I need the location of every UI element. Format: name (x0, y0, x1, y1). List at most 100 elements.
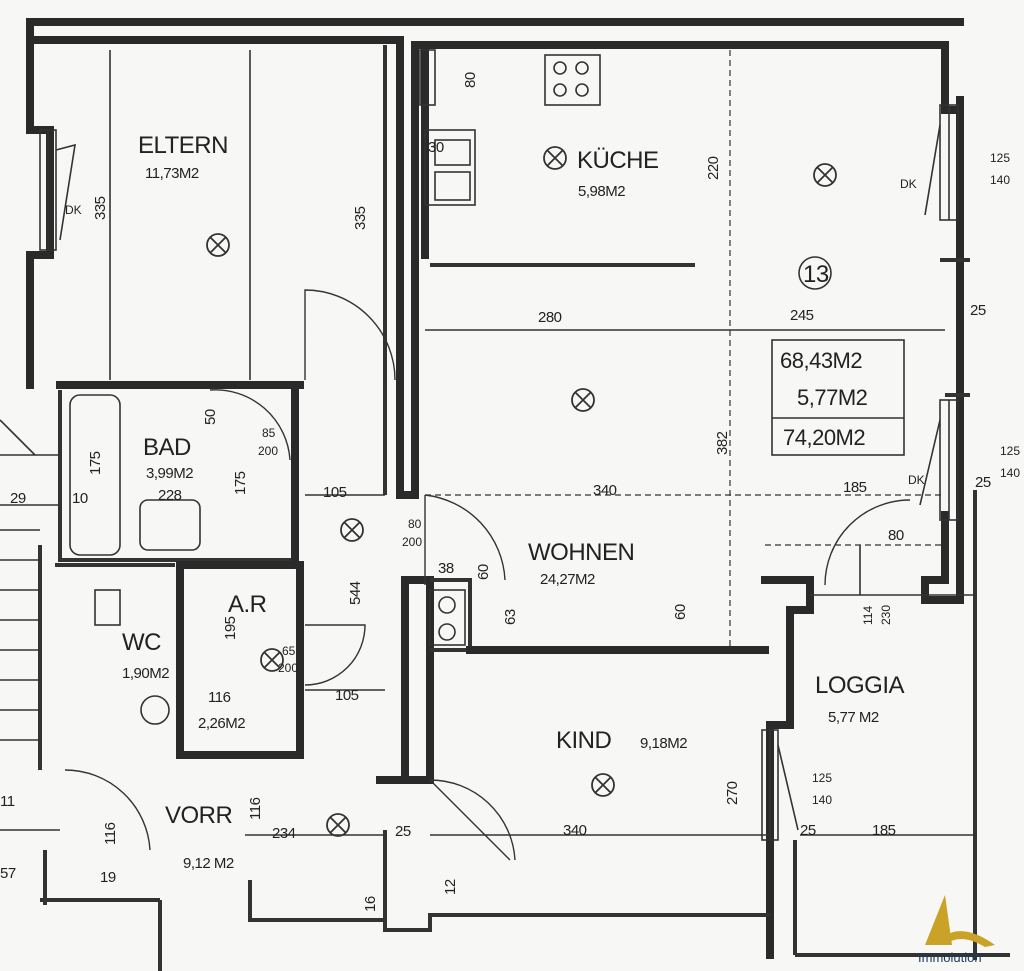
dim-175-a: 175 (87, 451, 104, 475)
dim-60-a: 60 (672, 604, 689, 620)
dim-65: 65 (282, 644, 296, 658)
dim-25-c: 25 (800, 822, 816, 839)
room-area-wc: 1,90M2 (122, 665, 169, 682)
dim-125-c: 125 (812, 771, 832, 785)
dim-220: 220 (705, 156, 722, 180)
immolution-logo: Immolution (918, 895, 995, 965)
dim-200-a: 200 (258, 444, 278, 458)
dim-175-b: 175 (232, 471, 249, 495)
unit-number: 13 (803, 261, 829, 288)
light-vorr (326, 813, 350, 837)
dim-29: 29 (10, 490, 26, 507)
dim-85: 85 (262, 426, 276, 440)
dim-335-left: 335 (92, 196, 109, 220)
dim-105-a: 105 (323, 484, 347, 501)
dimension-labels: 280 245 340 185 340 185 335 335 220 382 … (0, 72, 1020, 912)
dim-16: 16 (362, 896, 379, 912)
room-area-ar: 2,26M2 (198, 715, 245, 732)
dim-80-door: 80 (408, 517, 422, 531)
dim-50: 50 (202, 409, 219, 425)
dim-dk-b: DK (900, 177, 917, 191)
dim-382: 382 (714, 431, 731, 455)
dim-25-a: 25 (970, 302, 986, 319)
logo-text: Immolution (918, 950, 982, 965)
dim-38: 38 (438, 560, 454, 577)
dim-25-d: 25 (395, 823, 411, 840)
dim-57: 57 (0, 865, 16, 882)
room-labels: ELTERN 11,73M2 KÜCHE 5,98M2 BAD 3,99M2 W… (122, 132, 905, 872)
room-name-kind: KIND (556, 727, 612, 754)
kitchen-fixtures (69, 54, 601, 725)
room-area-loggia: 5,77 M2 (828, 709, 879, 726)
dim-dk-a: DK (65, 203, 82, 217)
dim-270: 270 (724, 781, 741, 805)
dim-30: 30 (428, 139, 444, 156)
dim-116-a: 116 (208, 689, 231, 706)
room-area-eltern: 11,73M2 (145, 165, 199, 182)
windows (39, 49, 959, 841)
summary-loggia-area: 5,77M2 (797, 385, 868, 410)
unit-number-marker: 13 (798, 256, 832, 290)
dim-185-bottom: 185 (872, 822, 896, 839)
logo-mark-wave-icon (940, 931, 995, 947)
room-name-bad: BAD (143, 434, 191, 461)
ceiling-lights (206, 146, 837, 837)
room-name-eltern: ELTERN (138, 132, 228, 159)
area-summary-box: 68,43M2 5,77M2 74,20M2 (771, 339, 905, 456)
dim-80-a: 80 (888, 527, 904, 544)
room-area-kueche: 5,98M2 (578, 183, 625, 200)
light-kueche (543, 146, 567, 170)
dim-280: 280 (538, 309, 562, 326)
dim-60-b: 60 (475, 564, 492, 580)
dim-63: 63 (502, 609, 519, 625)
room-area-vorr: 9,12 M2 (183, 855, 234, 872)
dim-340-kind: 340 (563, 822, 587, 839)
dim-19: 19 (100, 869, 116, 886)
dim-234: 234 (272, 825, 296, 842)
dim-105-b: 105 (335, 687, 359, 704)
dim-185-top: 185 (843, 479, 867, 496)
room-area-kind: 9,18M2 (640, 735, 687, 752)
dim-245: 245 (790, 307, 814, 324)
light-flur (340, 518, 364, 542)
dim-140-c: 140 (812, 793, 832, 807)
light-kind (591, 773, 615, 797)
dim-195: 195 (222, 616, 239, 640)
dim-25-b: 25 (975, 474, 991, 491)
dim-200-b: 200 (402, 535, 422, 549)
dim-116-b: 116 (247, 797, 264, 820)
dim-125-a: 125 (990, 151, 1010, 165)
dim-200-c: 200 (278, 661, 298, 675)
light-eltern (206, 233, 230, 257)
dim-230: 230 (879, 605, 893, 625)
room-name-ar: A.R (228, 591, 267, 618)
room-name-kueche: KÜCHE (577, 147, 659, 174)
logo-mark-icon (925, 895, 952, 945)
dim-80-b: 80 (462, 72, 479, 88)
dim-10: 10 (72, 490, 88, 507)
room-name-loggia: LOGGIA (815, 672, 905, 699)
room-name-wc: WC (122, 629, 161, 656)
dim-dk-c: DK (908, 473, 925, 487)
room-area-bad: 3,99M2 (146, 465, 193, 482)
light-wohnen (571, 388, 595, 412)
summary-total-area: 74,20M2 (783, 425, 865, 450)
dim-12: 12 (442, 879, 459, 895)
dim-340-wohnen: 340 (593, 482, 617, 499)
dim-228: 228 (158, 487, 182, 504)
dim-335-mid: 335 (352, 206, 369, 230)
light-kueche-right (813, 163, 837, 187)
dim-11: 11 (0, 793, 15, 810)
dim-544: 544 (347, 581, 364, 605)
doors (64, 289, 911, 861)
dim-140-b: 140 (1000, 466, 1020, 480)
dim-140-a: 140 (990, 173, 1010, 187)
light-ar (260, 648, 284, 672)
dim-125-b: 125 (1000, 444, 1020, 458)
room-name-vorr: VORR (165, 802, 233, 829)
summary-living-area: 68,43M2 (780, 348, 862, 373)
interior-lines (0, 50, 976, 836)
room-area-wohnen: 24,27M2 (540, 571, 595, 588)
dim-114: 114 (861, 606, 875, 625)
